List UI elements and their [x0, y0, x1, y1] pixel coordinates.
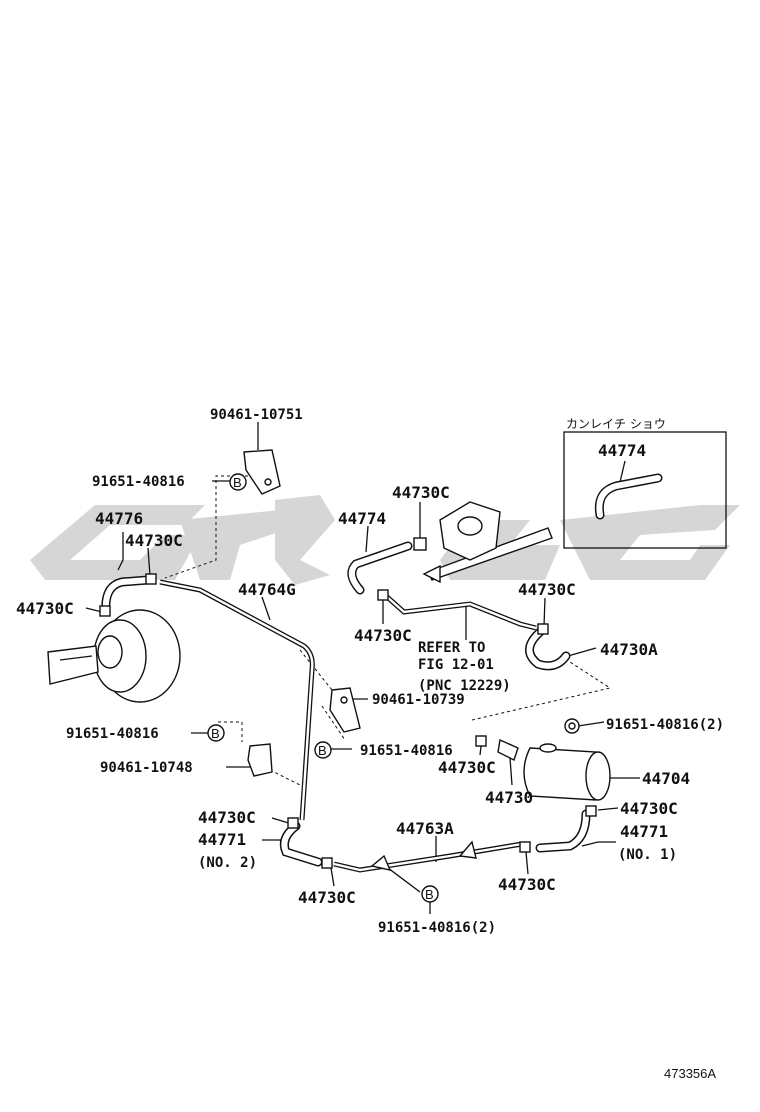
canister — [497, 738, 611, 801]
bolt-b-bottom: B — [421, 885, 439, 903]
part-labels: 90461-10751 91651-40816 44776 44730C 447… — [16, 407, 724, 1081]
svg-text:B: B — [318, 743, 327, 758]
label-91651-left: 91651-40816 — [66, 726, 159, 742]
bolt-b-mid: B — [314, 741, 332, 759]
bolt-b-left: B — [207, 724, 225, 742]
label-no2: (NO. 2) — [198, 855, 257, 871]
label-44730c-h: 44730C — [620, 799, 678, 818]
inset-box: カンレイチ ショウ 44774 — [563, 417, 727, 549]
label-44730: 44730 — [485, 788, 533, 807]
inset-title: カンレイチ ショウ — [566, 417, 666, 431]
inset-part-label: 44774 — [598, 441, 646, 460]
label-90461-10739: 90461-10739 — [372, 692, 465, 708]
label-refer-3: (PNC 12229) — [418, 678, 511, 694]
label-44704: 44704 — [642, 769, 690, 788]
label-44730c-k: 44730C — [498, 875, 556, 894]
label-90461-10751: 90461-10751 — [210, 407, 303, 423]
pipes — [159, 527, 553, 873]
label-44730c-a: 44730C — [125, 531, 183, 550]
leader-lines — [85, 422, 640, 914]
label-44730c-d: 44730C — [354, 626, 412, 645]
label-44764g: 44764G — [238, 580, 296, 599]
label-44730a: 44730A — [600, 640, 658, 659]
svg-text:B: B — [211, 726, 220, 741]
component-top — [439, 501, 501, 561]
brackets — [243, 449, 477, 871]
figure-code: 473356A — [664, 1066, 716, 1081]
label-44776: 44776 — [95, 509, 143, 528]
bolt-b-top: B — [229, 473, 247, 491]
label-no1: (NO. 1) — [618, 847, 677, 863]
label-44730c-i: 44730C — [198, 808, 256, 827]
dashed-lines — [164, 475, 612, 787]
bolt-markers: B B B B — [207, 473, 580, 903]
bolt-b-right — [564, 718, 580, 734]
svg-text:B: B — [233, 475, 242, 490]
svg-text:B: B — [425, 887, 434, 902]
label-44771-right: 44771 — [620, 822, 668, 841]
label-44730c-g: 44730C — [438, 758, 496, 777]
label-91651-right: 91651-40816(2) — [606, 717, 724, 733]
label-44730c-e: 44730C — [518, 580, 576, 599]
label-44730c-b: 44730C — [16, 599, 74, 618]
label-44730c-c: 44730C — [392, 483, 450, 502]
label-44763a: 44763A — [396, 819, 454, 838]
label-91651-top: 91651-40816 — [92, 474, 185, 490]
label-44730c-j: 44730C — [298, 888, 356, 907]
brake-booster — [47, 609, 181, 703]
label-91651-bottom: 91651-40816(2) — [378, 920, 496, 936]
label-refer-1: REFER TO — [418, 640, 485, 656]
label-91651-mid: 91651-40816 — [360, 743, 453, 759]
label-44774-mid: 44774 — [338, 509, 386, 528]
label-44771-left: 44771 — [198, 830, 246, 849]
label-90461-10748: 90461-10748 — [100, 760, 193, 776]
label-refer-2: FIG 12-01 — [418, 657, 494, 673]
clamps — [99, 537, 597, 869]
